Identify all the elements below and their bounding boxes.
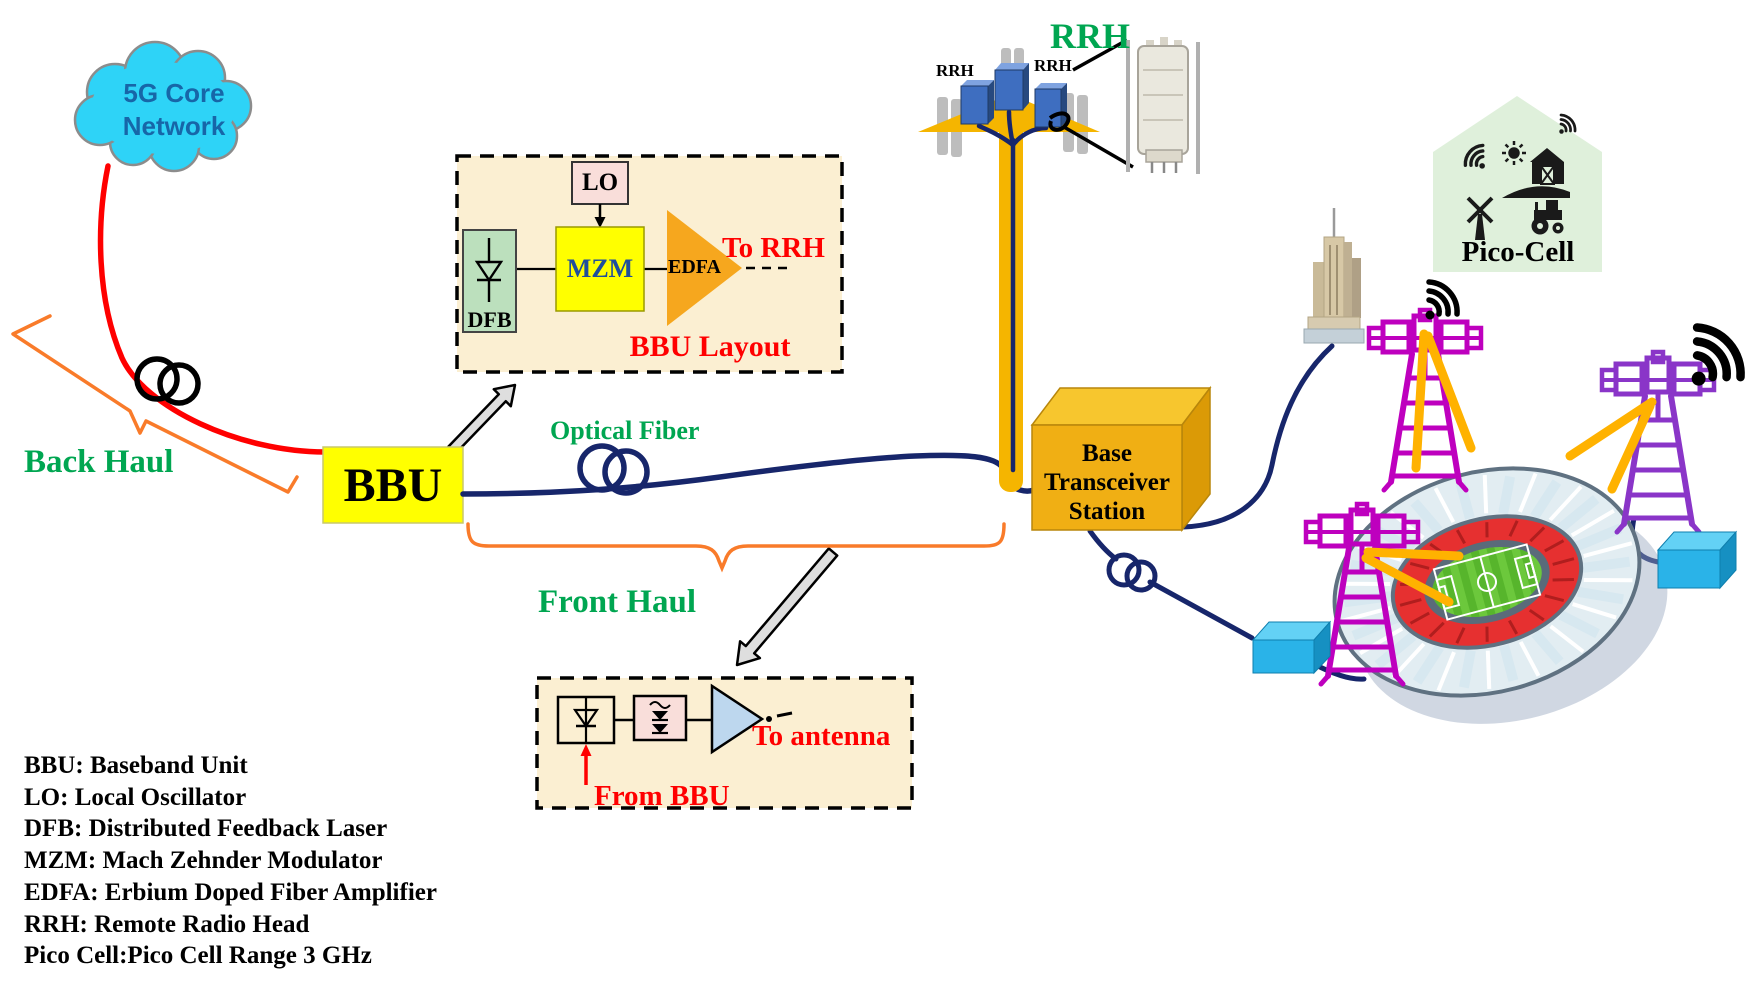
rrh-title-label: RRH bbox=[1050, 16, 1130, 56]
bbu-label: BBU bbox=[343, 459, 443, 512]
bts-line3: Station bbox=[1068, 498, 1146, 525]
legend-item: Pico Cell:Pico Cell Range 3 GHz bbox=[24, 942, 372, 970]
legend: BBU: Baseband Unit LO: Local Oscillator … bbox=[24, 750, 437, 972]
front-haul-bracket bbox=[466, 522, 1006, 573]
radio-beams bbox=[1361, 329, 1657, 607]
edfa-label: EDFA bbox=[668, 256, 721, 278]
bts-line2: Transceiver bbox=[1044, 469, 1170, 496]
optical-fiber-label: Optical Fiber bbox=[550, 416, 700, 445]
back-haul-label: Back Haul bbox=[24, 444, 174, 480]
blue-cube-icon bbox=[1656, 530, 1738, 590]
arrow-to-rrh-layout-icon bbox=[735, 547, 839, 667]
legend-item: BBU: Baseband Unit bbox=[24, 752, 248, 779]
to-antenna-label: To antenna bbox=[752, 720, 891, 752]
rrh-layout-panel bbox=[535, 676, 914, 810]
rrh-unit-right bbox=[1034, 83, 1067, 128]
pico-cell-badge-icon bbox=[1433, 96, 1602, 272]
bts-cube-icon bbox=[1030, 385, 1212, 533]
windmill-icon bbox=[1466, 196, 1494, 240]
legend-item: EDFA: Erbium Doped Fiber Amplifier bbox=[24, 878, 437, 906]
barn-icon bbox=[1530, 148, 1564, 185]
back-haul-bracket bbox=[11, 314, 299, 494]
mzm-label: MZM bbox=[566, 254, 634, 283]
fiber-coil-icon bbox=[1106, 552, 1158, 593]
sun-icon bbox=[1502, 141, 1526, 165]
dfb-label: DFB bbox=[467, 307, 512, 332]
legend-item: MZM: Mach Zehnder Modulator bbox=[24, 847, 383, 875]
pico-cell-label: Pico-Cell bbox=[1461, 236, 1575, 268]
arrow-to-bbu-layout-icon bbox=[447, 383, 517, 455]
bbu-layout-label: BBU Layout bbox=[629, 330, 791, 363]
mzm-box bbox=[555, 226, 645, 312]
to-rrh-label: To RRH bbox=[722, 232, 825, 264]
tractor-icon bbox=[1531, 200, 1564, 235]
dfb-box bbox=[462, 229, 517, 333]
rrh-photo-icon bbox=[1126, 37, 1200, 174]
skyscraper-icon bbox=[1303, 208, 1365, 344]
backhaul-fiber-line bbox=[97, 163, 328, 455]
fiber-coil-icon bbox=[134, 356, 201, 406]
from-bbu-label: From BBU bbox=[594, 780, 730, 812]
wifi-icon bbox=[1426, 282, 1458, 320]
rrh-unit-center bbox=[994, 63, 1029, 111]
fronthaul-fiber-line bbox=[460, 452, 1037, 497]
rrh-mast-icon bbox=[918, 38, 1134, 492]
rrh-unit-left bbox=[960, 80, 994, 125]
optical-fiber-coil-icon bbox=[577, 443, 650, 496]
bbu-layout-panel bbox=[455, 154, 844, 374]
rrh-left-label: RRH bbox=[936, 61, 974, 80]
amplifier-triangle-icon bbox=[710, 683, 765, 755]
cloud-line2: Network bbox=[122, 111, 226, 141]
wifi-icon bbox=[1692, 328, 1741, 386]
field-hill bbox=[1502, 186, 1570, 198]
blue-cube-icon bbox=[1251, 620, 1332, 675]
bts-line1: Base bbox=[1082, 440, 1132, 467]
bbu-box bbox=[322, 446, 464, 524]
cloud-icon bbox=[73, 40, 253, 173]
lo-label: LO bbox=[581, 169, 619, 196]
legend-item: DFB: Distributed Feedback Laser bbox=[24, 815, 388, 843]
front-haul-label: Front Haul bbox=[538, 584, 696, 620]
edfa-amplifier-triangle-icon bbox=[667, 210, 742, 326]
legend-item: LO: Local Oscillator bbox=[24, 783, 247, 811]
legend-item: RRH: Remote Radio Head bbox=[24, 910, 310, 938]
rrh-right-label: RRH bbox=[1034, 56, 1072, 75]
laser-diode-box bbox=[632, 694, 688, 742]
cloud-line1: 5G Core bbox=[123, 78, 225, 108]
